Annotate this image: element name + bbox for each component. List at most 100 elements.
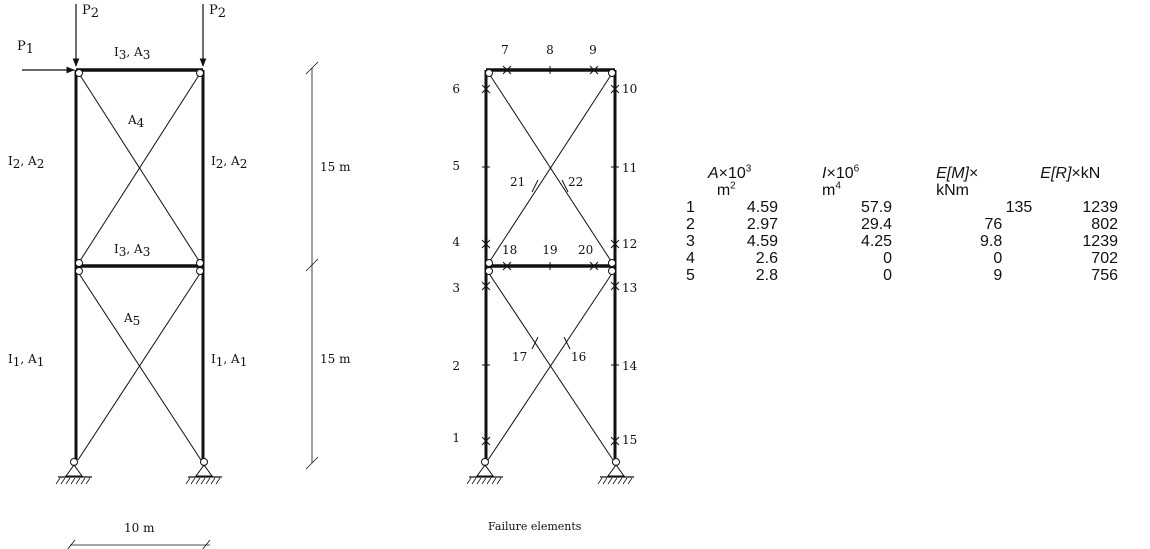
- upper-brace-label: A4: [127, 113, 145, 130]
- element-number: 1: [452, 431, 460, 445]
- area-cell: 4.59: [746, 233, 779, 250]
- moment-cell: 135: [1005, 199, 1033, 216]
- inertia-cell: 29.4: [860, 216, 893, 233]
- joint-pin: [75, 267, 83, 275]
- table-header-inertia: I×106 m4: [822, 163, 860, 199]
- lower-left-column-label: I1, A1: [8, 352, 44, 369]
- lower-brace-b: [77, 271, 202, 461]
- area-cell: 2.97: [746, 216, 779, 233]
- element-number: 11: [622, 161, 637, 175]
- joint-pin: [75, 69, 83, 77]
- height-dimension: [305, 61, 319, 470]
- upper-brace-b: [77, 71, 202, 265]
- joint-pin: [196, 69, 204, 77]
- moment-cell: 0: [993, 250, 1003, 267]
- element-number: 16: [571, 350, 586, 364]
- element-number: 6: [452, 82, 460, 96]
- joint-pin: [608, 69, 616, 77]
- table-row: 4 2.6 0 0 702: [686, 250, 1150, 267]
- inertia-cell: 0: [883, 250, 893, 267]
- lower-brace-label: A5: [123, 311, 140, 328]
- element-number: 10: [622, 82, 637, 96]
- element-number: 3: [452, 281, 460, 295]
- upper-left-column-label: I2, A2: [8, 154, 44, 171]
- element-number: 9: [589, 43, 597, 57]
- load-p2-right-label: P2: [209, 3, 226, 21]
- area-cell: 4.59: [746, 199, 779, 216]
- failure-elements-caption: Failure elements: [488, 520, 582, 533]
- joint-pin: [196, 259, 204, 267]
- left-frame: P1 P2 P2 I3, A3 I3, A3 I2, A2 I2, A2 I1,…: [8, 3, 351, 549]
- joint-pin: [75, 259, 83, 267]
- load-p1-label: P1: [17, 39, 34, 57]
- joint-pin: [196, 267, 204, 275]
- inertia-cell: 0: [883, 267, 893, 284]
- element-number: 5: [452, 159, 460, 173]
- element-number: 20: [578, 243, 593, 257]
- left-support: [55, 458, 92, 485]
- table-header-resistance: E[R]×kN: [1040, 165, 1101, 182]
- right-support: [597, 458, 634, 485]
- lower-right-column-label: I1, A1: [211, 352, 247, 369]
- element-number: 14: [622, 359, 638, 373]
- joint-pin: [608, 267, 616, 275]
- table-header-row: A×103 m2 I×106 m4 E[M]× kNm E[R]×kN: [686, 163, 1150, 199]
- joint-pin: [485, 267, 493, 275]
- element-number: 19: [542, 243, 557, 257]
- width-dimension: [67, 539, 211, 549]
- area-cell: 2.6: [755, 250, 779, 267]
- lower-brace-b: [487, 271, 614, 461]
- resistance-cell: 702: [1091, 250, 1118, 267]
- row-id: 5: [686, 267, 695, 284]
- right-frame: 1 2 3 4 5 6 7 8 9 10 11 12 13 14 15 16 1…: [452, 43, 637, 533]
- load-p2-left-label: P2: [82, 3, 99, 21]
- joint-pin: [485, 259, 493, 267]
- member-properties-table: A×103 m2 I×106 m4 E[M]× kNm E[R]×kN 1 4.…: [686, 163, 1150, 284]
- element-number: 18: [502, 243, 517, 257]
- upper-right-column-label: I2, A2: [211, 154, 247, 171]
- resistance-cell: 1239: [1082, 199, 1118, 216]
- resistance-cell: 802: [1091, 216, 1118, 233]
- right-support: [185, 458, 222, 485]
- failure-markers: [481, 65, 620, 446]
- element-number: 21: [510, 175, 525, 189]
- inertia-cell: 57.9: [860, 199, 893, 216]
- element-number: 12: [622, 237, 637, 251]
- table-row: 5 2.8 0 9 756: [686, 267, 1150, 284]
- joint-pin: [485, 69, 493, 77]
- upper-brace-b: [487, 71, 614, 265]
- left-support: [466, 458, 503, 485]
- table-row: 2 2.97 29.4 76 802: [686, 216, 1150, 233]
- table-header-moment: E[M]× kNm: [936, 165, 979, 199]
- row-id: 4: [686, 250, 695, 267]
- element-number: 7: [501, 43, 509, 57]
- mid-beam-label: I3, A3: [114, 242, 150, 259]
- element-number: 17: [512, 350, 527, 364]
- resistance-cell: 756: [1091, 267, 1118, 284]
- row-id: 2: [686, 216, 695, 233]
- element-number: 2: [452, 359, 460, 373]
- table-header-area: A×103 m2: [707, 163, 752, 199]
- row-id: 1: [686, 199, 695, 216]
- width-label: 10 m: [124, 521, 155, 535]
- lower-height-label: 15 m: [320, 352, 351, 366]
- table-header-id: [686, 165, 708, 199]
- element-number: 8: [546, 43, 554, 57]
- row-id: 3: [686, 233, 695, 250]
- inertia-cell: 4.25: [860, 233, 893, 250]
- area-cell: 2.8: [755, 267, 779, 284]
- element-numbers: 1 2 3 4 5 6 7 8 9 10 11 12 13 14 15 16 1…: [452, 43, 637, 447]
- upper-height-label: 15 m: [320, 160, 351, 174]
- element-number: 4: [452, 235, 460, 249]
- moment-cell: 76: [984, 216, 1003, 233]
- element-number: 13: [622, 281, 637, 295]
- moment-cell: 9.8: [980, 233, 1003, 250]
- top-beam-label: I3, A3: [114, 45, 150, 62]
- table-row: 1 4.59 57.9 135 1239: [686, 199, 1150, 216]
- table-row: 3 4.59 4.25 9.8 1239: [686, 233, 1150, 250]
- element-number: 15: [622, 433, 637, 447]
- element-number: 22: [568, 175, 583, 189]
- moment-cell: 9: [993, 267, 1003, 284]
- resistance-cell: 1239: [1082, 233, 1118, 250]
